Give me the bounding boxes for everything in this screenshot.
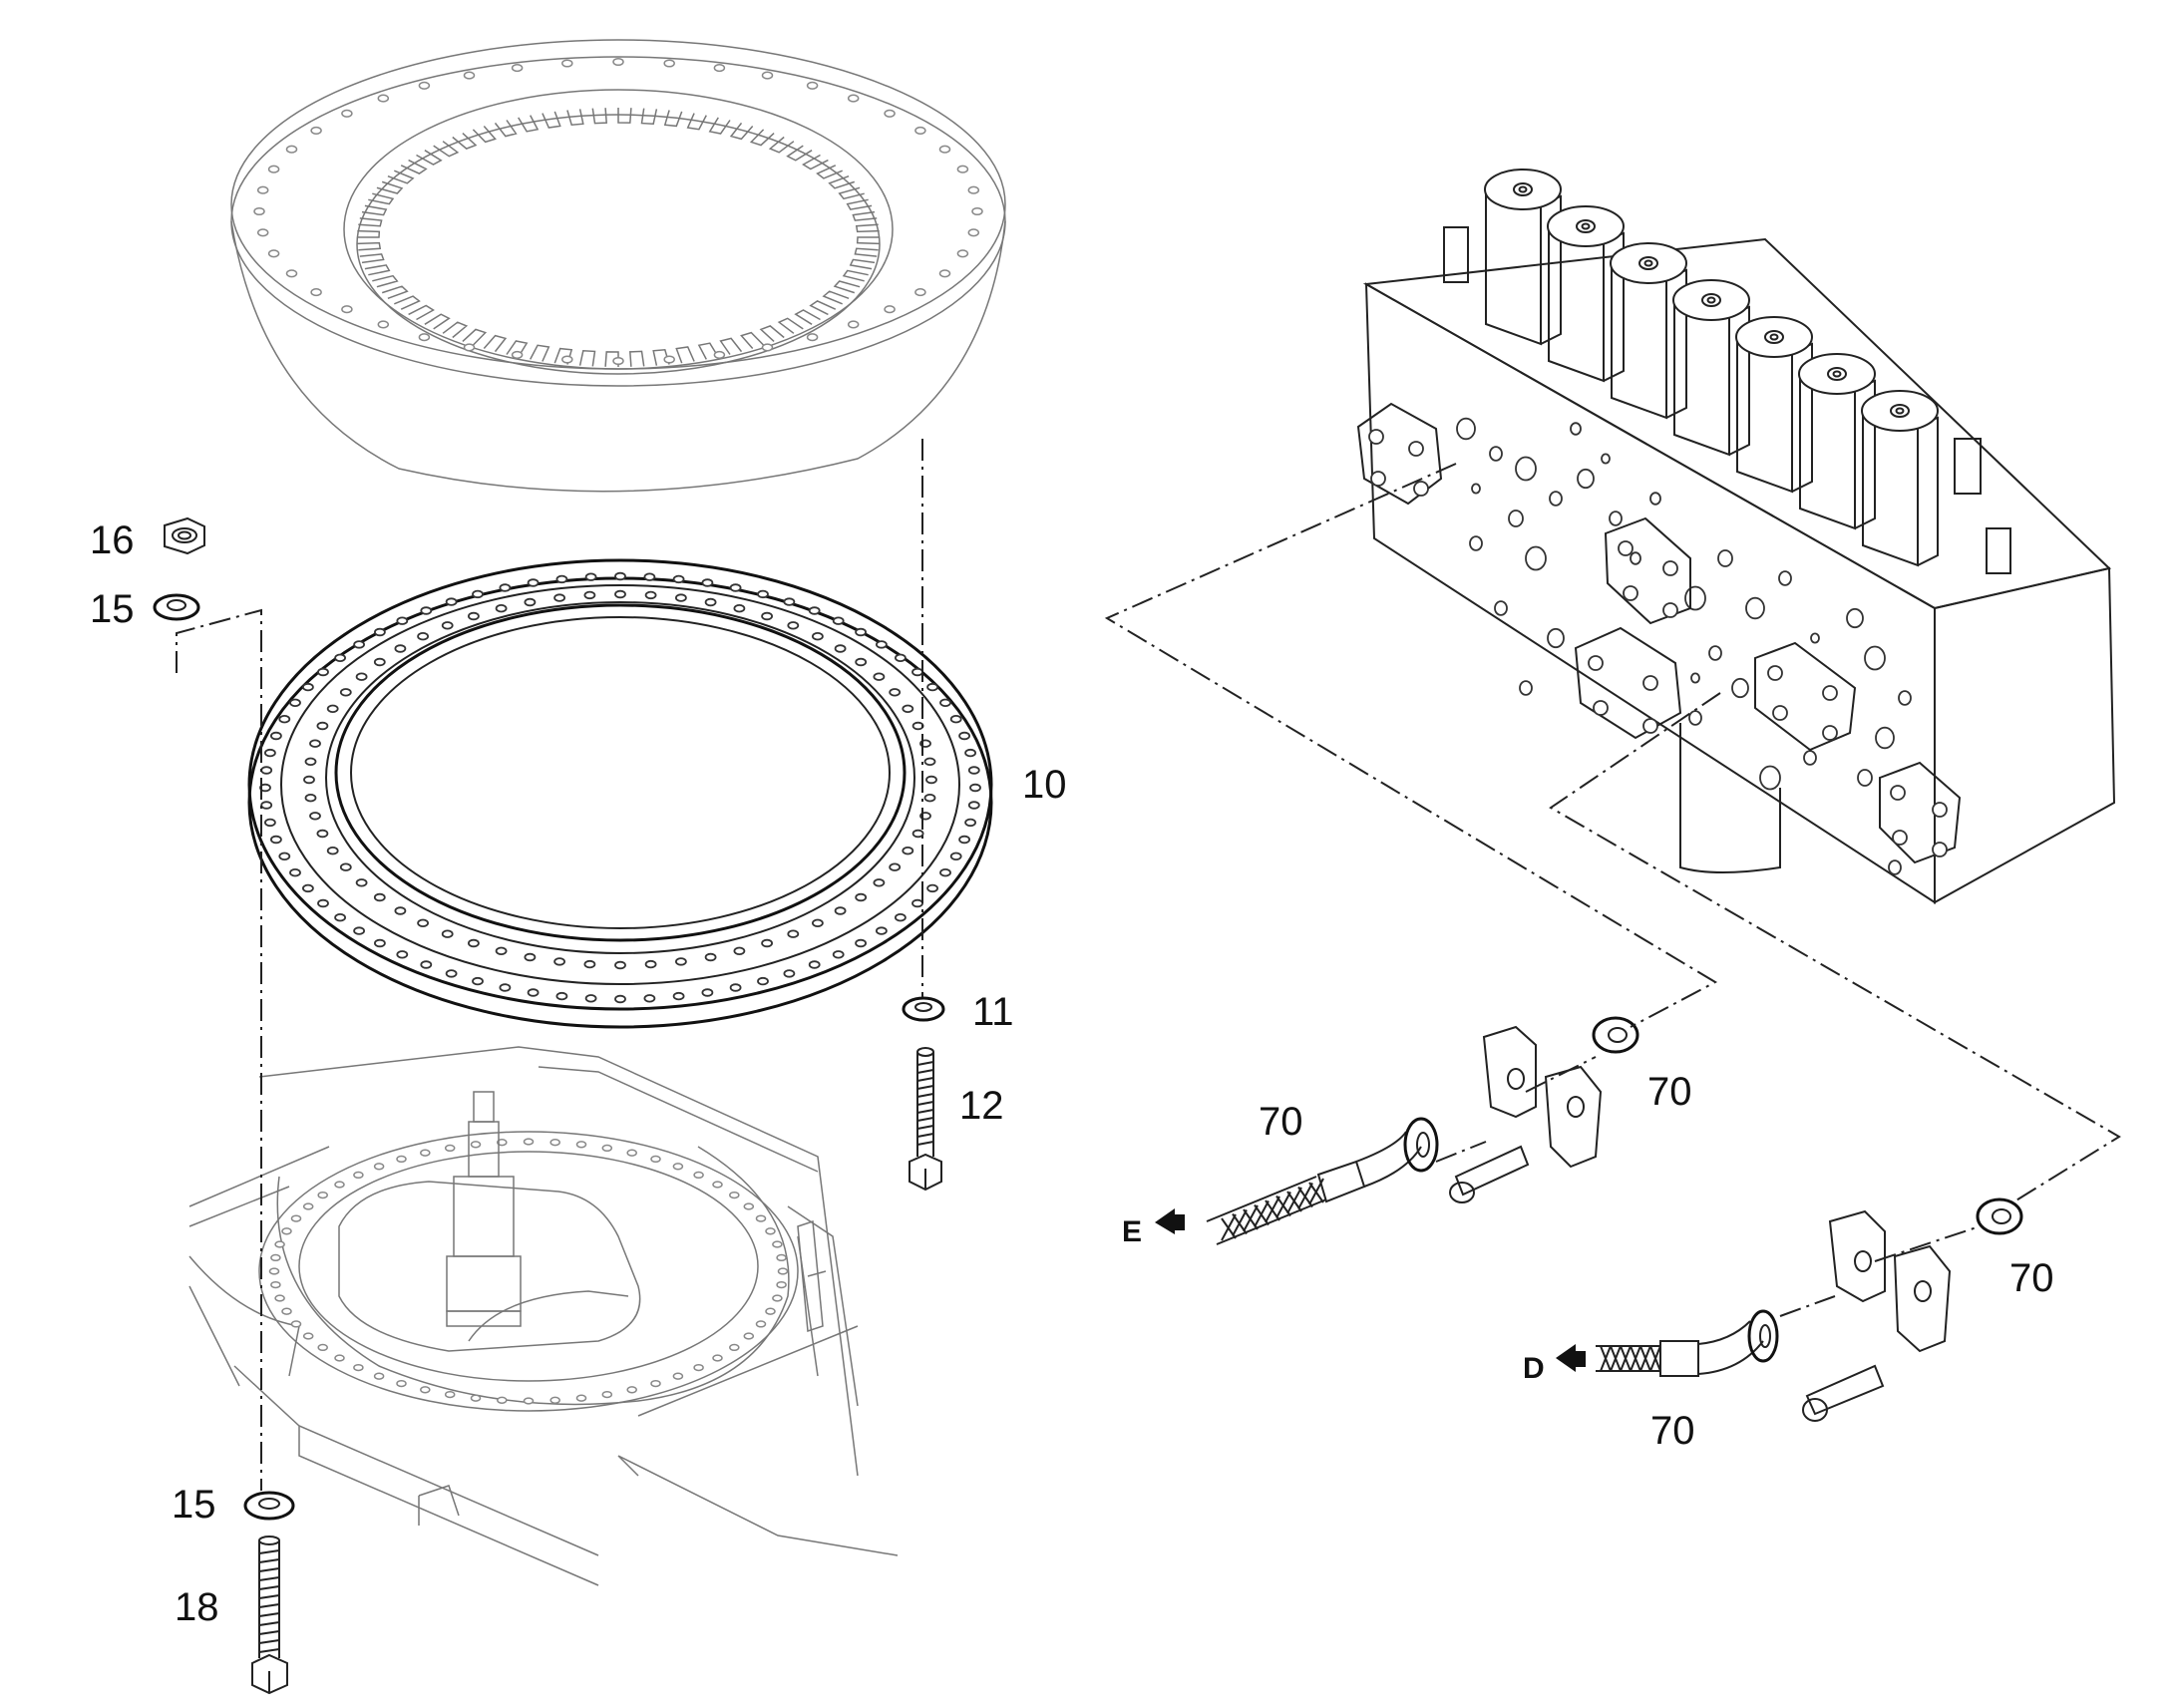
connection-label-d: D	[1523, 1352, 1545, 1385]
bearing-outer-holes	[259, 571, 981, 1004]
callout-70-hose-d: 70	[1650, 1409, 1695, 1453]
valve-spools	[1443, 169, 2011, 574]
callout-labels: 16 15 10 11 12 15 18 70 70 70 70 E D	[90, 518, 2054, 1629]
hose-assembly-e	[1155, 1117, 1439, 1245]
arrow-d-icon	[1556, 1344, 1576, 1372]
split-flange-e	[1449, 1016, 1639, 1203]
split-flange-d	[1802, 1197, 2023, 1422]
callout-11: 11	[972, 990, 1014, 1034]
slewing-bearing	[247, 558, 993, 1029]
washer-11	[902, 996, 945, 1022]
internal-gear-ring	[230, 39, 1006, 493]
valve-flange-3	[1574, 626, 1682, 740]
frame-ring-holes	[268, 1138, 789, 1405]
arrow-e-icon	[1155, 1208, 1175, 1234]
callout-70-hose-e: 70	[1259, 1100, 1303, 1144]
callout-15-top: 15	[90, 587, 135, 631]
swivel-joint	[446, 1091, 522, 1327]
connection-label-e: E	[1122, 1215, 1142, 1248]
washer-15-top	[153, 593, 200, 621]
callout-16: 16	[90, 518, 135, 562]
nut-16	[164, 516, 205, 555]
gear-bolt-holes	[253, 57, 983, 366]
bolt-18	[251, 1536, 288, 1695]
callout-70-seal-lower: 70	[2009, 1256, 2054, 1300]
gear-teeth	[357, 108, 880, 367]
undercarriage-frame	[188, 1046, 899, 1586]
leader-lines	[176, 439, 2121, 1491]
control-valve-block	[1356, 169, 2116, 904]
hose-assembly-d	[1556, 1309, 1779, 1377]
callout-18: 18	[175, 1585, 219, 1629]
valve-flange-2	[1604, 516, 1691, 625]
valve-flange-1	[1356, 402, 1443, 506]
valve-flange-5	[1879, 761, 1962, 864]
callout-70-seal-upper: 70	[1647, 1070, 1692, 1114]
valve-flange-4	[1754, 641, 1857, 752]
washer-15-bottom	[243, 1491, 295, 1521]
callout-15-bottom: 15	[172, 1483, 216, 1527]
valve-ports	[1456, 417, 1912, 875]
callout-12: 12	[959, 1084, 1004, 1128]
bolt-12	[908, 1047, 942, 1192]
bearing-inner-holes	[303, 589, 937, 970]
callout-10: 10	[1022, 763, 1067, 807]
